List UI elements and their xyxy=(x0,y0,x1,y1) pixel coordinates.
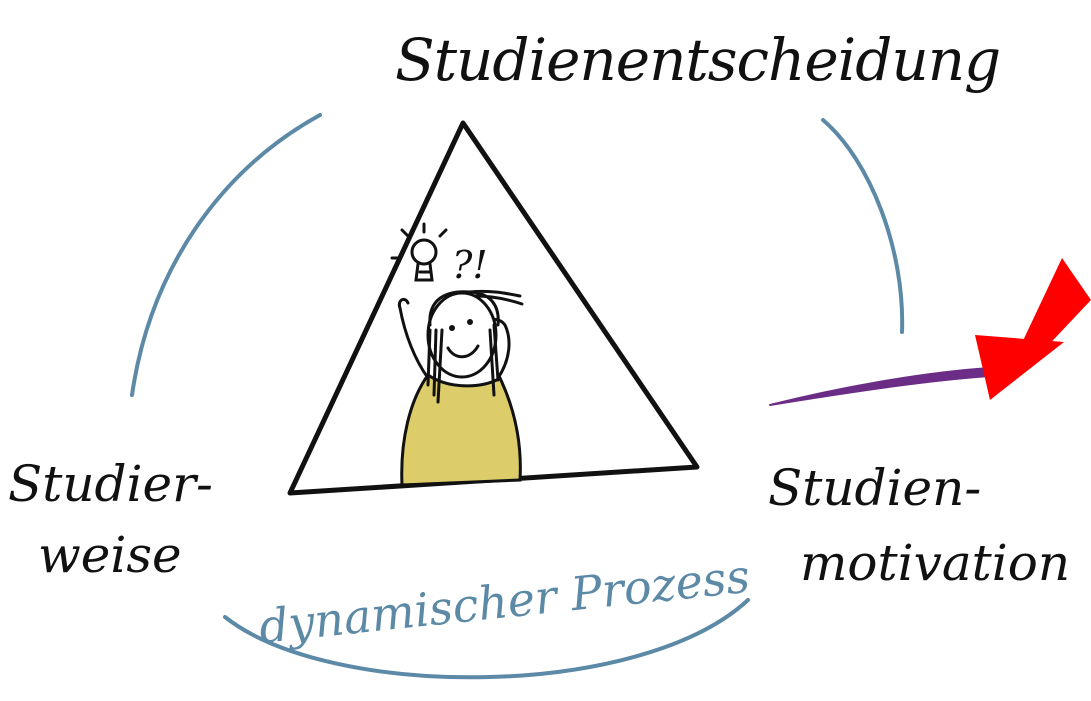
label-studierweise-line2: weise xyxy=(38,525,182,584)
lightbulb-icon xyxy=(390,222,448,282)
cycle-arc-bottom xyxy=(223,598,750,680)
label-studienmotivation-line1: Studien- xyxy=(768,459,982,517)
highlight-stroke xyxy=(769,367,991,406)
label-studienmotivation: Studien- motivation xyxy=(768,462,1070,589)
figure-mouth xyxy=(446,344,480,359)
label-studierweise-line1: Studier- xyxy=(8,455,213,513)
label-studienmotivation-line2: motivation xyxy=(800,533,1071,592)
cycle-arc-left xyxy=(130,113,322,397)
thought-marks: ?! xyxy=(452,243,488,287)
red-arrow-icon xyxy=(975,258,1091,400)
figure-head xyxy=(426,291,498,379)
figure-hair xyxy=(426,289,524,404)
figure-dress xyxy=(400,372,522,487)
figure-eye-right xyxy=(467,319,473,325)
figure-eye-left xyxy=(449,325,455,331)
cycle-arc-right xyxy=(821,118,905,334)
figure-arm-left xyxy=(397,297,430,380)
label-studierweise: Studier- weise xyxy=(8,458,213,581)
label-studienentscheidung: Studienentscheidung xyxy=(395,26,1001,94)
